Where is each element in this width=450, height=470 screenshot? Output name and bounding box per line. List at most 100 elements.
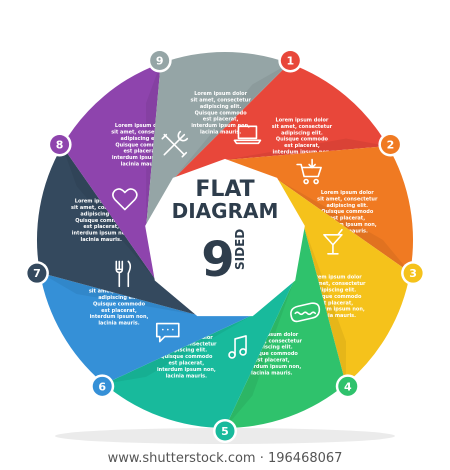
diagram-center: FLAT DIAGRAM 9 SIDED	[172, 177, 279, 288]
chat-bubble-icon	[155, 322, 180, 343]
segment-fold	[225, 138, 388, 160]
segment-text-line: interdum ipsum non,	[318, 222, 377, 228]
step-marker-dot	[50, 135, 70, 154]
segment-text-line: est placerat,	[83, 224, 119, 230]
step-number: 8	[56, 139, 64, 152]
step-marker-6: 6	[90, 374, 115, 399]
segment-text-line: adipiscing elit.	[200, 104, 242, 110]
segment-text-line: Lorem ipsum dolor	[245, 332, 298, 338]
step-marker-dot	[403, 263, 423, 283]
tools-icon	[161, 130, 189, 158]
step-number: 9	[156, 55, 164, 68]
segment-text-line: lacinia mauris.	[251, 370, 292, 376]
segment-fill	[104, 280, 295, 428]
segment-text-line: Lorem ipsum dolor	[309, 275, 362, 281]
segment-text-line: Quisque commodo	[309, 294, 362, 300]
segment-fill	[39, 272, 253, 385]
segment-text-line: interdum ipsum non,	[191, 123, 250, 129]
segment-text-line: adipiscing elit.	[281, 130, 323, 136]
segment-text-line: Quisque commodo	[321, 209, 374, 215]
step-marker-2: 2	[378, 132, 403, 157]
step-marker-dot	[92, 376, 112, 396]
segment-text-line: Lorem ipsum dolor	[194, 91, 247, 97]
segment-text-line: sit amet, consectetur	[242, 338, 303, 344]
step-marker-7: 7	[24, 261, 49, 286]
segment-fill	[225, 146, 413, 273]
segment-text-line: adipiscing elit.	[251, 345, 293, 351]
segment-text-line: sit amet, consectetur	[272, 124, 333, 130]
step-marker-5: 5	[213, 419, 237, 443]
segment-text-line: adipiscing elit.	[98, 295, 140, 301]
segment-text-line: lacinia mauris.	[121, 162, 162, 168]
watermark: www.shutterstock.com · 196468067	[0, 447, 450, 470]
segment-fold	[39, 272, 198, 316]
segment-text-line: adipiscing elit.	[315, 287, 357, 293]
segment-text-line: lacinia mauris.	[81, 237, 122, 243]
segment-text-line: adipiscing elit.	[121, 136, 163, 142]
step-marker-4: 4	[335, 374, 360, 399]
segment-text-line: Quisque commodo	[115, 142, 168, 148]
segment-text-line: Quisque commodo	[276, 137, 329, 143]
segment-text-line: interdum ipsum non,	[306, 307, 365, 313]
segment-text-line: interdum ipsum non,	[273, 149, 332, 155]
segment-text-line: lacinia mauris.	[315, 313, 356, 319]
segment-text-line: sit amet, consectetur	[71, 205, 132, 211]
center-title-flat: FLAT	[195, 177, 254, 202]
segment-text-line: est placerat,	[101, 308, 137, 314]
step-number: 5	[221, 425, 229, 438]
cocktail-icon	[323, 228, 343, 255]
shopping-cart-icon	[296, 158, 322, 185]
segment-text-line: interdum ipsum non,	[90, 314, 149, 320]
step-number: 4	[344, 380, 352, 393]
step-number: 3	[409, 267, 417, 280]
segment-text-line: interdum ipsum non,	[242, 364, 301, 370]
segment-text-line: sit amet, consectetur	[317, 196, 378, 202]
step-marker-dot	[280, 51, 300, 71]
segment-text-line: est placerat,	[284, 143, 320, 149]
segment-text-line: Quisque commodo	[246, 351, 299, 357]
step-marker-3: 3	[401, 261, 426, 286]
music-note-icon	[228, 335, 247, 359]
segment-text-line: est placerat,	[169, 360, 205, 366]
segment-text-line: est placerat,	[203, 117, 239, 123]
step-marker-dot	[215, 421, 235, 441]
segment-fold	[146, 63, 161, 227]
segment-fill	[225, 226, 346, 428]
segment-fill	[173, 63, 388, 179]
step-marker-dot	[338, 376, 358, 396]
segment-fold	[173, 63, 290, 179]
segment-text-line: Lorem ipsum dolor	[276, 117, 329, 123]
center-title-diagram: DIAGRAM	[172, 199, 279, 223]
step-marker-dot	[150, 51, 170, 71]
center-number: 9	[201, 232, 234, 288]
step-marker-1: 1	[278, 48, 303, 73]
segment-text-line: adipiscing elit.	[80, 211, 122, 217]
segment-text-line: Lorem ipsum dolor	[321, 190, 374, 196]
segment-text-line: lacinia mauris.	[200, 129, 241, 135]
segment-text-line: est placerat,	[318, 300, 354, 306]
step-marker-dot	[27, 263, 47, 283]
center-sided-label: SIDED	[233, 229, 247, 270]
segment-fill	[146, 51, 290, 227]
step-marker-8: 8	[47, 132, 72, 157]
segment-fill	[276, 178, 411, 385]
segment-fold	[303, 226, 347, 385]
segment-text-line: est placerat,	[329, 216, 365, 222]
center-hole	[145, 158, 305, 317]
segment-text-line: lacinia mauris.	[166, 373, 207, 379]
segment-text-line: Lorem ipsum dolor	[115, 123, 168, 129]
step-number: 1	[286, 55, 294, 68]
step-marker-dot	[380, 135, 400, 154]
segment-text-line: sit amet, consectetur	[305, 281, 366, 287]
step-number: 7	[33, 267, 41, 280]
step-marker-9: 9	[147, 48, 172, 73]
segment-text-line: sit amet, consectetur	[111, 130, 172, 136]
